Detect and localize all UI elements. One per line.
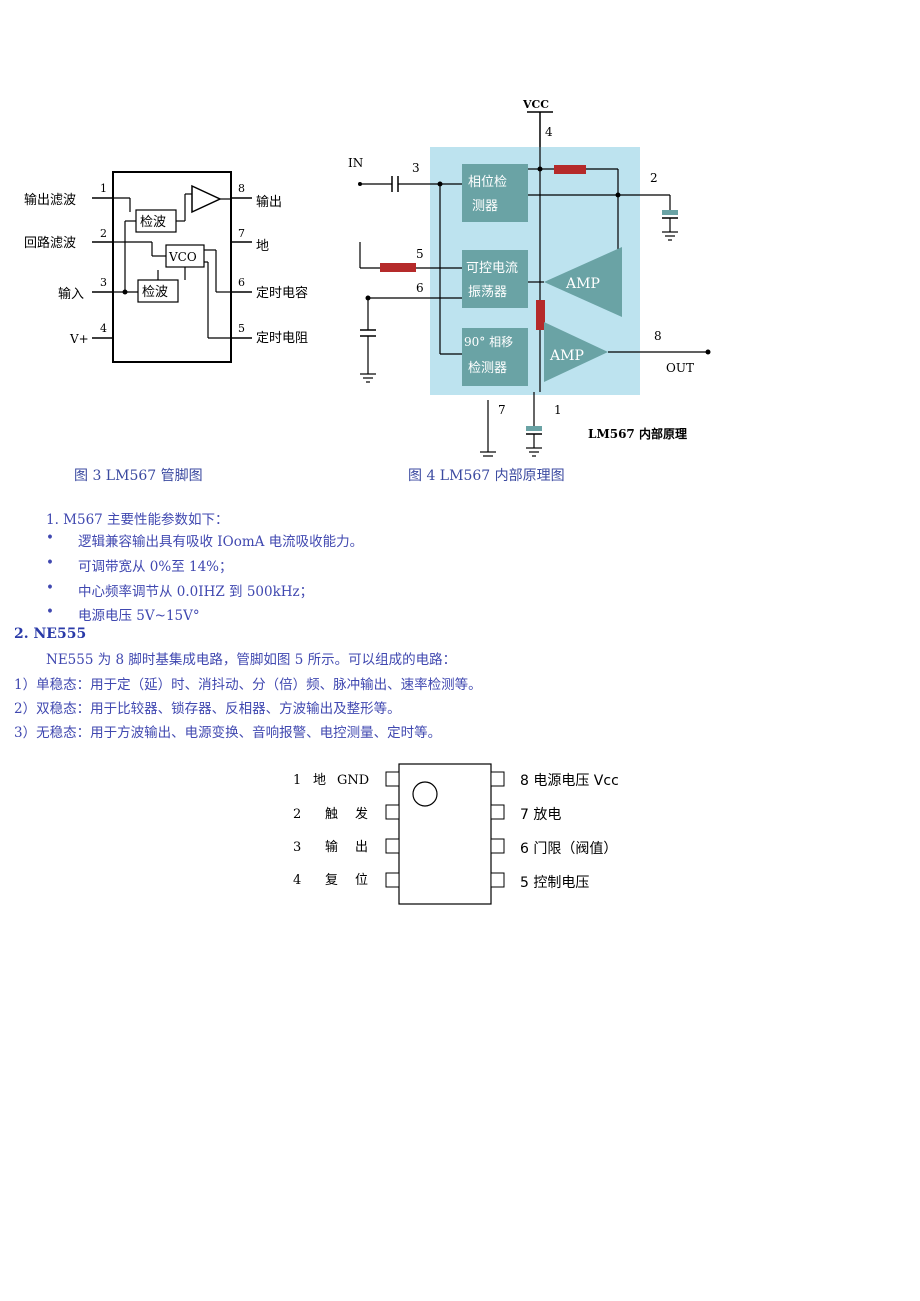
ne555-pinout-diagram: 1 地 GND 2 触 发 3 输 出 4 复 位	[293, 763, 505, 905]
ne555-left-a-4: 复	[325, 873, 338, 888]
fig3-label-timing-cap: 定时电容	[256, 285, 308, 301]
fig4-pin5: 5	[416, 247, 424, 261]
fig4-q-line1: 90° 相移	[464, 335, 513, 349]
fig3-detect-1: 检波	[140, 215, 166, 230]
fig4-caption: 图 4 LM567 内部原理图	[408, 468, 565, 484]
fig4-phase-line2: 测器	[472, 199, 498, 214]
section1-bullet-4: 电源电压 5V~15V°	[78, 608, 200, 624]
fig3-label-vplus: V+	[69, 332, 89, 346]
ne555-right-pin-5: 5 控制电压	[520, 875, 590, 891]
section1-bullet-3: 中心频率调节从 0.0IHZ 到 500kHz；	[78, 584, 314, 600]
fig4-pin1: 1	[554, 403, 562, 417]
fig3-label-output-filter: 输出滤波	[24, 192, 76, 208]
ne555-left-num-1: 1	[293, 773, 301, 788]
fig3-pin5: 5	[238, 322, 245, 335]
fig4-osc-line1: 可控电流	[466, 261, 518, 276]
fig3-pin6: 6	[238, 276, 245, 289]
ne555-left-a-3: 输	[325, 839, 338, 855]
bullet-dot-2: •	[46, 555, 54, 571]
section2-heading: 2. NE555	[14, 626, 87, 642]
section1-title: 1. M567 主要性能参数如下：	[46, 512, 229, 528]
fig4-phase-line1: 相位检	[468, 175, 507, 190]
fig4-in: IN	[348, 156, 363, 170]
fig3-vco: VCO	[168, 250, 197, 264]
fig3-pin4: 4	[100, 322, 107, 335]
fig3-label-ground: 地	[256, 239, 269, 254]
fig3-label-input: 输入	[58, 286, 84, 302]
bullet-dot-4: •	[46, 604, 54, 620]
ne555-left-b-4: 位	[355, 873, 368, 888]
fig3-pin2: 2	[100, 227, 107, 240]
lm567-internal-diagram: VCC 4 IN 3 相位检 测器 2 可控电流 振荡器 AMP 5 6	[348, 98, 711, 457]
bullet-dot-1: •	[46, 530, 54, 546]
fig3-pin1: 1	[100, 182, 107, 195]
ne555-right-pin-8: 8 电源电压 Vcc	[520, 773, 619, 789]
fig3-label-loop-filter: 回路滤波	[24, 235, 76, 251]
fig3-caption: 图 3 LM567 管脚图	[74, 468, 203, 484]
section2-item-2: 2）双稳态：用于比较器、锁存器、反相器、方波输出及整形等。	[14, 701, 401, 717]
fig3-label-timing-res: 定时电阻	[256, 331, 308, 346]
ne555-left-b-2: 发	[355, 806, 368, 822]
section2-item-1: 1）单稳态：用于定（延）时、消抖动、分（倍）频、脉冲输出、速率检测等。	[14, 677, 482, 693]
fig4-pin3: 3	[412, 161, 420, 175]
ne555-left-num-3: 3	[293, 840, 301, 855]
fig3-pin7: 7	[238, 227, 245, 240]
ne555-left-a-1: 地	[313, 773, 326, 788]
ne555-right-pin-7: 7 放电	[520, 807, 562, 823]
section2-item-3: 3）无稳态：用于方波输出、电源变换、音响报警、电控测量、定时等。	[14, 725, 442, 741]
fig3-pin8: 8	[238, 182, 245, 195]
ne555-left-b-3: 出	[355, 840, 368, 855]
lm567-pinout-diagram: 1 2 3 4 8 7 6 5 输出滤波 回路滤波 输入 V+ 输出 地 定时电…	[24, 171, 308, 363]
fig3-pin3: 3	[100, 276, 107, 289]
section1-bullet-2: 可调带宽从 0%至 14%；	[78, 559, 233, 575]
fig4-amp-2: AMP	[549, 348, 584, 364]
ne555-right-pin-6: 6 门限（阀值）	[520, 841, 618, 857]
fig4-amp-1: AMP	[565, 276, 600, 292]
fig3-detect-2: 检波	[142, 285, 168, 300]
ne555-left-num-2: 2	[293, 807, 301, 822]
ne555-left-b-1: GND	[337, 773, 369, 788]
fig4-note: LM567 内部原理	[588, 426, 687, 441]
fig4-out: OUT	[666, 361, 694, 375]
fig4-q-line2: 检测器	[468, 361, 507, 376]
fig4-vcc: VCC	[522, 98, 549, 111]
fig4-pin2: 2	[650, 171, 658, 185]
section2-intro: NE555 为 8 脚时基集成电路，管脚如图 5 所示。可以组成的电路：	[46, 652, 457, 668]
bullet-dot-3: •	[46, 580, 54, 596]
fig4-pin6: 6	[416, 281, 424, 295]
fig4-pin7: 7	[498, 403, 506, 417]
ne555-left-a-2: 触	[325, 807, 338, 822]
fig4-pin8: 8	[654, 329, 662, 343]
fig4-osc-line2: 振荡器	[468, 285, 507, 300]
ne555-left-num-4: 4	[293, 873, 301, 888]
section1-bullet-1: 逻辑兼容输出具有吸收 IOomA 电流吸收能力。	[78, 534, 364, 550]
fig3-label-output: 输出	[256, 194, 282, 210]
fig4-pin4: 4	[545, 125, 553, 139]
